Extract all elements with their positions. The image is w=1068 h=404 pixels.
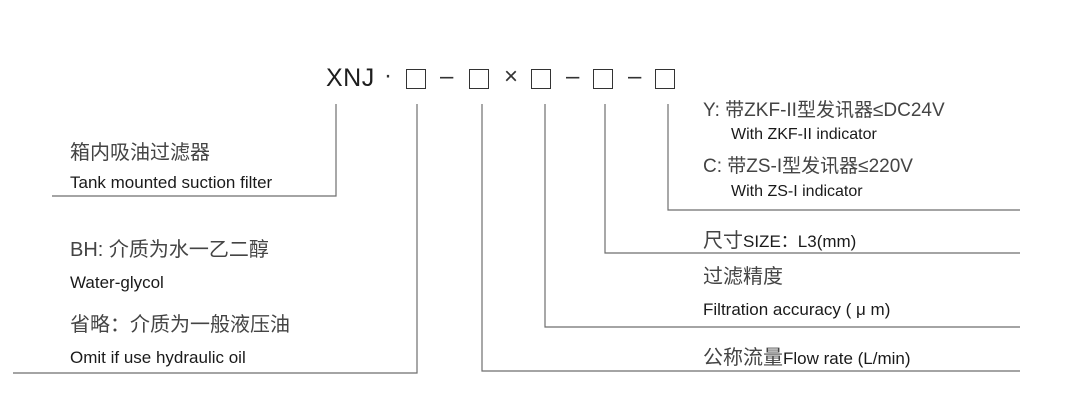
dash-separator-1: – — [440, 63, 454, 90]
leader-line-flow — [481, 104, 1020, 372]
product-name-cn: 箱内吸油过滤器 — [70, 142, 210, 164]
accuracy-label-cn: 过滤精度 — [703, 266, 783, 288]
dash-separator-3: – — [628, 63, 642, 90]
medium-omit-en: Omit if use hydraulic oil — [70, 348, 246, 367]
product-name-en: Tank mounted suction filter — [70, 173, 273, 192]
leader-line-size — [604, 104, 1020, 254]
leader-line-medium — [13, 104, 418, 374]
placeholder-box-medium — [406, 69, 426, 89]
leader-line-indicator — [667, 104, 1020, 211]
size-label-cn: 尺寸 — [703, 230, 743, 252]
indicator-y-en: With ZKF-II indicator — [731, 126, 877, 143]
leader-line-accuracy — [544, 104, 1020, 328]
medium-bh-en: Water-glycol — [70, 273, 164, 292]
medium-omit-cn: 省略：介质为一般液压油 — [70, 314, 290, 336]
model-prefix: XNJ — [326, 64, 375, 92]
size-label: 尺寸SIZE：L3(mm) — [703, 224, 856, 253]
placeholder-box-flow — [469, 69, 489, 89]
indicator-c-cn: C: 带ZS-I型发讯器≤220V — [703, 156, 913, 177]
flow-label-en: Flow rate (L/min) — [783, 349, 911, 368]
placeholder-box-size — [593, 69, 613, 89]
times-separator: × — [504, 63, 519, 90]
accuracy-label-en: Filtration accuracy ( μ m) — [703, 300, 891, 319]
indicator-c-en: With ZS-I indicator — [731, 183, 863, 200]
size-label-en: SIZE：L3(mm) — [743, 232, 857, 251]
dash-separator-2: – — [566, 63, 580, 90]
medium-bh-cn: BH: 介质为水一乙二醇 — [70, 239, 269, 261]
flow-label: 公称流量Flow rate (L/min) — [703, 341, 911, 370]
leader-line-product — [52, 104, 337, 197]
dot-separator: · — [384, 62, 392, 89]
placeholder-box-accuracy — [531, 69, 551, 89]
placeholder-box-indicator — [655, 69, 675, 89]
indicator-y-cn: Y: 带ZKF-II型发讯器≤DC24V — [703, 100, 945, 121]
flow-label-cn: 公称流量 — [703, 347, 783, 369]
